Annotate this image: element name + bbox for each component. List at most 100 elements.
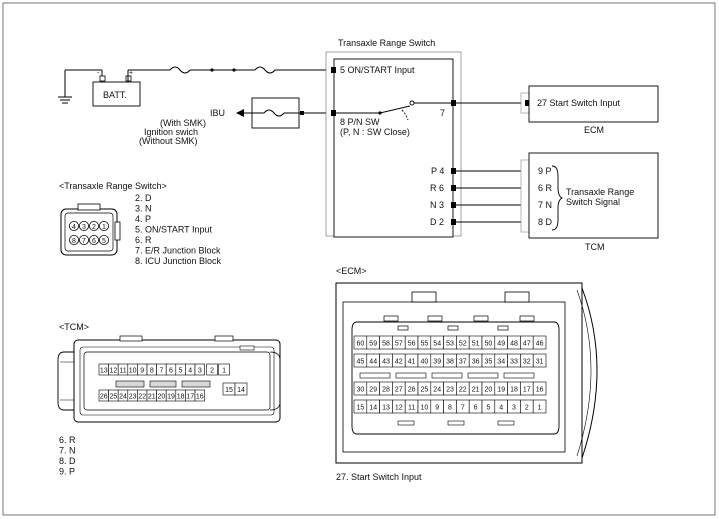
- ecm-connector-pin-number: 46: [536, 341, 544, 348]
- ibu-line2: Ignition swich: [144, 127, 198, 137]
- range-switch-pin5: 5 ON/START Input: [340, 65, 415, 75]
- range-connector-pin-number: 2: [92, 224, 96, 231]
- ecm-connector-pin: 4: [494, 399, 508, 414]
- tcm-connector-pin-number: 26: [100, 393, 108, 400]
- ecm-connector-pin-number: 38: [446, 359, 454, 366]
- ecm-connector-pin-number: 26: [408, 387, 416, 394]
- tcm-pin-r: 6 R: [538, 183, 553, 193]
- ecm-connector-pin: 16: [532, 381, 547, 396]
- range-connector-legend-item: 4. P: [135, 214, 151, 224]
- ecm-connector-pin-number: 19: [497, 387, 505, 394]
- ecm-connector-pin: 11: [404, 399, 419, 414]
- range-connector-pin: 7: [79, 234, 90, 245]
- tcm-connector-pin-number: 1: [222, 367, 226, 374]
- tcm-connector-pin: 22: [137, 389, 148, 402]
- ecm-connector-pin-number: 42: [395, 359, 403, 366]
- ecm-connector-pin-number: 11: [408, 405, 415, 412]
- tcm-connector-pin: 13: [98, 363, 109, 376]
- range-pin-p: P 4: [431, 166, 444, 176]
- ecm-connector-pin: 13: [379, 399, 393, 414]
- ecm-connector-pin-number: 48: [510, 341, 518, 348]
- ecm-connector-pin-number: 60: [357, 341, 365, 348]
- tcm-connector-title: <TCM>: [59, 322, 89, 332]
- ecm-connector-pin-number: 12: [395, 405, 403, 412]
- ecm-connector-pin-number: 51: [472, 341, 480, 348]
- ecm-connector-pin: 40: [417, 353, 432, 368]
- ecm-connector-pin-number: 30: [357, 387, 365, 394]
- ecm-connector-pin: 50: [481, 335, 496, 350]
- ecm-connector-pin: 17: [520, 381, 534, 396]
- ibu-feed: [236, 97, 331, 129]
- battery-feed-wire: [128, 66, 331, 74]
- ecm-connector-pin-number: 35: [485, 359, 493, 366]
- tcm-signal-line2: Switch Signal: [566, 197, 620, 207]
- tcm-connector-legend-item: 9. P: [59, 467, 75, 477]
- tcm-connector-pin: 3: [194, 363, 205, 376]
- tcm-connector-pin: 25: [108, 389, 119, 402]
- tcm-pin-d: 8 D: [538, 217, 553, 227]
- tcm-connector-pin-number: 7: [159, 367, 163, 374]
- tcm-connector-pin: 8: [146, 363, 157, 376]
- tcm-connector-pin: 1: [218, 363, 230, 376]
- ecm-connector-pin: 35: [481, 353, 496, 368]
- ecm-connector-pin: 57: [392, 335, 406, 350]
- ecm-connector-pin-number: 23: [446, 387, 454, 394]
- svg-text:-: -: [97, 70, 100, 77]
- tcm-connector-legend-item: 6. R: [59, 435, 76, 445]
- ground-symbol: [58, 70, 72, 104]
- ecm-connector-pin: 42: [392, 353, 406, 368]
- ecm-name: ECM: [584, 125, 604, 135]
- tcm-connector-pin: 26: [98, 389, 109, 402]
- range-connector-legend-item: 8. ICU Junction Block: [135, 256, 222, 266]
- tcm-connector-legend-item: 7. N: [59, 446, 76, 456]
- ecm-connector-pin: 53: [443, 335, 457, 350]
- ecm-connector-pin: 58: [379, 335, 393, 350]
- tcm-box: 9 P 6 R 7 N 8 D Transaxle Range Switch S…: [520, 152, 659, 252]
- ecm-connector-pin: 15: [353, 399, 368, 414]
- tcm-pin-n: 7 N: [538, 200, 552, 210]
- tcm-connector-pin: 12: [108, 363, 119, 376]
- ecm-connector-pin: 28: [379, 381, 393, 396]
- range-connector-pin: 1: [99, 220, 110, 231]
- range-switch-box: [333, 58, 454, 238]
- range-pin-n: N 3: [430, 200, 444, 210]
- ecm-connector-pin: 54: [430, 335, 444, 350]
- ecm-connector-pin-number: 43: [382, 359, 390, 366]
- tcm-connector-pin: 21: [146, 389, 157, 402]
- ecm-connector-pin: 2: [520, 399, 534, 414]
- ecm-connector-pin: 52: [456, 335, 470, 350]
- tcm-connector-pin-number: 14: [237, 387, 245, 394]
- ecm-connector-pin: 30: [353, 381, 368, 396]
- ecm-box: 27 Start Switch Input ECM: [520, 85, 659, 135]
- range-connector-legend-item: 6. R: [135, 235, 152, 245]
- range-connector-pin-number: 3: [82, 224, 86, 231]
- ecm-connector-pin-number: 18: [510, 387, 518, 394]
- tcm-connector-pin-number: 24: [119, 393, 127, 400]
- ecm-connector-pin: 37: [456, 353, 470, 368]
- ecm-connector-pin: 47: [520, 335, 534, 350]
- range-connector-pin: 6: [89, 234, 100, 245]
- ecm-connector-pin: 34: [494, 353, 508, 368]
- range-pin-r: R 6: [430, 183, 444, 193]
- ecm-connector-pin-number: 20: [485, 387, 493, 394]
- tcm-connector-pin: 14: [234, 382, 248, 396]
- ecm-connector-pin-number: 41: [408, 359, 416, 366]
- ecm-connector-pin: 9: [430, 399, 444, 414]
- ecm-connector-pin-number: 40: [421, 359, 429, 366]
- ecm-connector-pin-number: 32: [523, 359, 531, 366]
- ecm-connector-pin-number: 15: [357, 405, 365, 412]
- tcm-connector-pin-number: 16: [196, 393, 204, 400]
- ecm-connector-pin-number: 22: [459, 387, 467, 394]
- ecm-connector-pin: 26: [404, 381, 419, 396]
- tcm-connector-pin-number: 6: [169, 367, 173, 374]
- ecm-connector-pin-number: 53: [446, 341, 454, 348]
